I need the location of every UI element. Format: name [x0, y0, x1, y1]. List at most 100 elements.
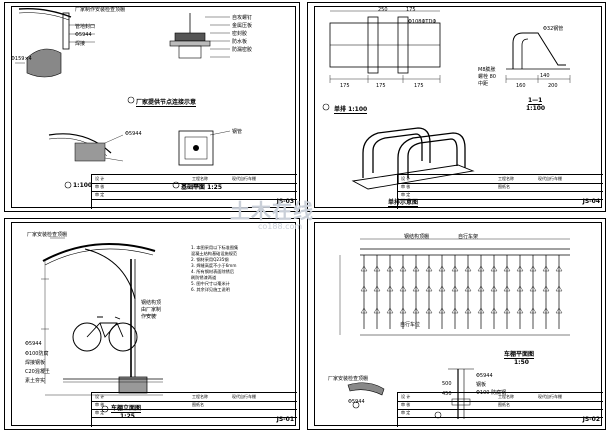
label: 钢结构顶棚 [404, 234, 430, 240]
rack-marker [490, 307, 498, 314]
rack-marker [386, 285, 394, 292]
rack-marker [503, 285, 511, 292]
label: 防漏密胶 [232, 47, 253, 53]
label: 由厂家制 [141, 307, 162, 313]
rack-marker [438, 307, 446, 314]
label: 钢管 [232, 129, 243, 135]
tb-cell: 现代自行车棚 [232, 394, 256, 399]
tb-cell: 设 计 [95, 176, 105, 181]
tb-cell: 审 定 [401, 192, 411, 197]
label: 密封胶 [232, 31, 248, 37]
rack-marker [490, 285, 498, 292]
label: Φ32钢管 [543, 26, 564, 32]
tb-cell: 现代自行车棚 [538, 176, 562, 181]
tb-cell: 设 计 [401, 394, 411, 399]
rack-marker [516, 307, 524, 314]
label: 自行车架 [458, 234, 479, 240]
watermark: 土木在线 [230, 199, 314, 223]
label: 防水板 [232, 39, 248, 45]
dimension: 250 [378, 7, 388, 13]
rack-marker [451, 285, 459, 292]
tb-cell: 审 核 [95, 402, 105, 407]
rack-marker [464, 265, 472, 272]
rack-marker [503, 265, 511, 272]
rack-marker [555, 285, 563, 292]
dimension: 175 [376, 83, 386, 89]
tb-cell: 审 定 [401, 410, 411, 415]
sheet3-drawing [41, 237, 163, 413]
sheet2-drawing [322, 10, 571, 190]
rack-marker [516, 285, 524, 292]
label: 中距 [478, 81, 489, 87]
label: Φ100 防腐钢 [476, 390, 507, 396]
rack-marker [412, 285, 420, 292]
label: Φ159×4 [11, 56, 32, 62]
label: Φ100防腐 [25, 351, 49, 357]
drawing-sheet-2: Φ108ΦTDΦ Φ32钢管 M8膨胀 螺栓 80 中距 175 175 175… [307, 2, 606, 212]
rack-marker [477, 265, 485, 272]
rack-marker [425, 285, 433, 292]
sheet-number: JS-02 [582, 416, 600, 423]
label: Φ5944 [75, 32, 92, 38]
label: Φ5944 [125, 131, 142, 137]
tb-cell: 设 计 [95, 394, 105, 399]
tb-cell: 工程名称 [498, 176, 514, 181]
drawing-scale: 1:25 [120, 413, 135, 420]
rack-marker [477, 285, 485, 292]
drawing-title: 车棚平面图 [504, 351, 535, 359]
watermark-url: co188.com [258, 222, 303, 231]
note-line: 1. 本图采用以下标准图集 [191, 245, 239, 250]
tb-cell: 工程名称 [192, 176, 208, 181]
rack-marker [373, 285, 381, 292]
note-line: 3. 焊缝高度不小于6mm [191, 263, 237, 268]
sheet-number: JS-01 [276, 416, 294, 423]
label: 素土夯实 [25, 378, 46, 384]
tb-cell: 工程名称 [192, 394, 208, 399]
tb-cell: 图纸名 [498, 184, 510, 189]
label: Φ108ΦTDΦ [408, 19, 437, 25]
label: 自行车位 [400, 322, 421, 328]
note-line: 6. 其余详见施工说明 [191, 287, 230, 292]
label: 钢板 [476, 382, 487, 388]
rack-marker [399, 307, 407, 314]
rack-marker [464, 285, 472, 292]
tb-cell: 设 计 [401, 176, 411, 181]
rack-marker [412, 265, 420, 272]
label: 焊接 [75, 41, 86, 47]
dimension: 450 [442, 391, 452, 397]
detail-title: 单排示意图 [388, 199, 419, 207]
sheet-border [11, 222, 296, 426]
tb-cell: 现代自行车棚 [538, 394, 562, 399]
label: Φ5944 [348, 399, 365, 405]
tb-cell: 审 核 [401, 184, 411, 189]
sheet-number: JS-03 [276, 198, 294, 205]
rack-marker [425, 307, 433, 314]
rack-marker [529, 265, 537, 272]
sheet-border [314, 222, 602, 426]
tb-cell: 审 核 [95, 184, 105, 189]
rack-marker [451, 307, 459, 314]
label: 螺栓 80 [478, 74, 496, 80]
label: M8膨胀 [478, 67, 496, 73]
label: Φ5944 [25, 341, 42, 347]
detail-title: 1—1 [528, 97, 543, 105]
dimension: 175 [340, 83, 350, 89]
rack-marker [425, 265, 433, 272]
rack-marker [438, 285, 446, 292]
rack-marker [360, 265, 368, 272]
tb-cell: 审 定 [95, 192, 105, 197]
rack-marker [529, 307, 537, 314]
rack-marker [555, 265, 563, 272]
detail-title: 1:100 [73, 182, 93, 189]
rack-marker [412, 307, 420, 314]
dimension: 140 [540, 73, 550, 79]
rack-marker [464, 307, 472, 314]
rack-marker [438, 265, 446, 272]
label: Φ5944 [476, 373, 493, 379]
note-line: 5. 图中尺寸以毫米计 [191, 281, 230, 286]
sheet-border [11, 6, 296, 208]
rack-marker [542, 285, 550, 292]
rack-marker [386, 307, 394, 314]
drawing-sheet-1: 厂家制作安装检查顶棚 管地封口 Φ5944 焊接 Φ159×4 自攻螺钉 金属压… [4, 2, 300, 212]
dimension: 175 [414, 83, 424, 89]
